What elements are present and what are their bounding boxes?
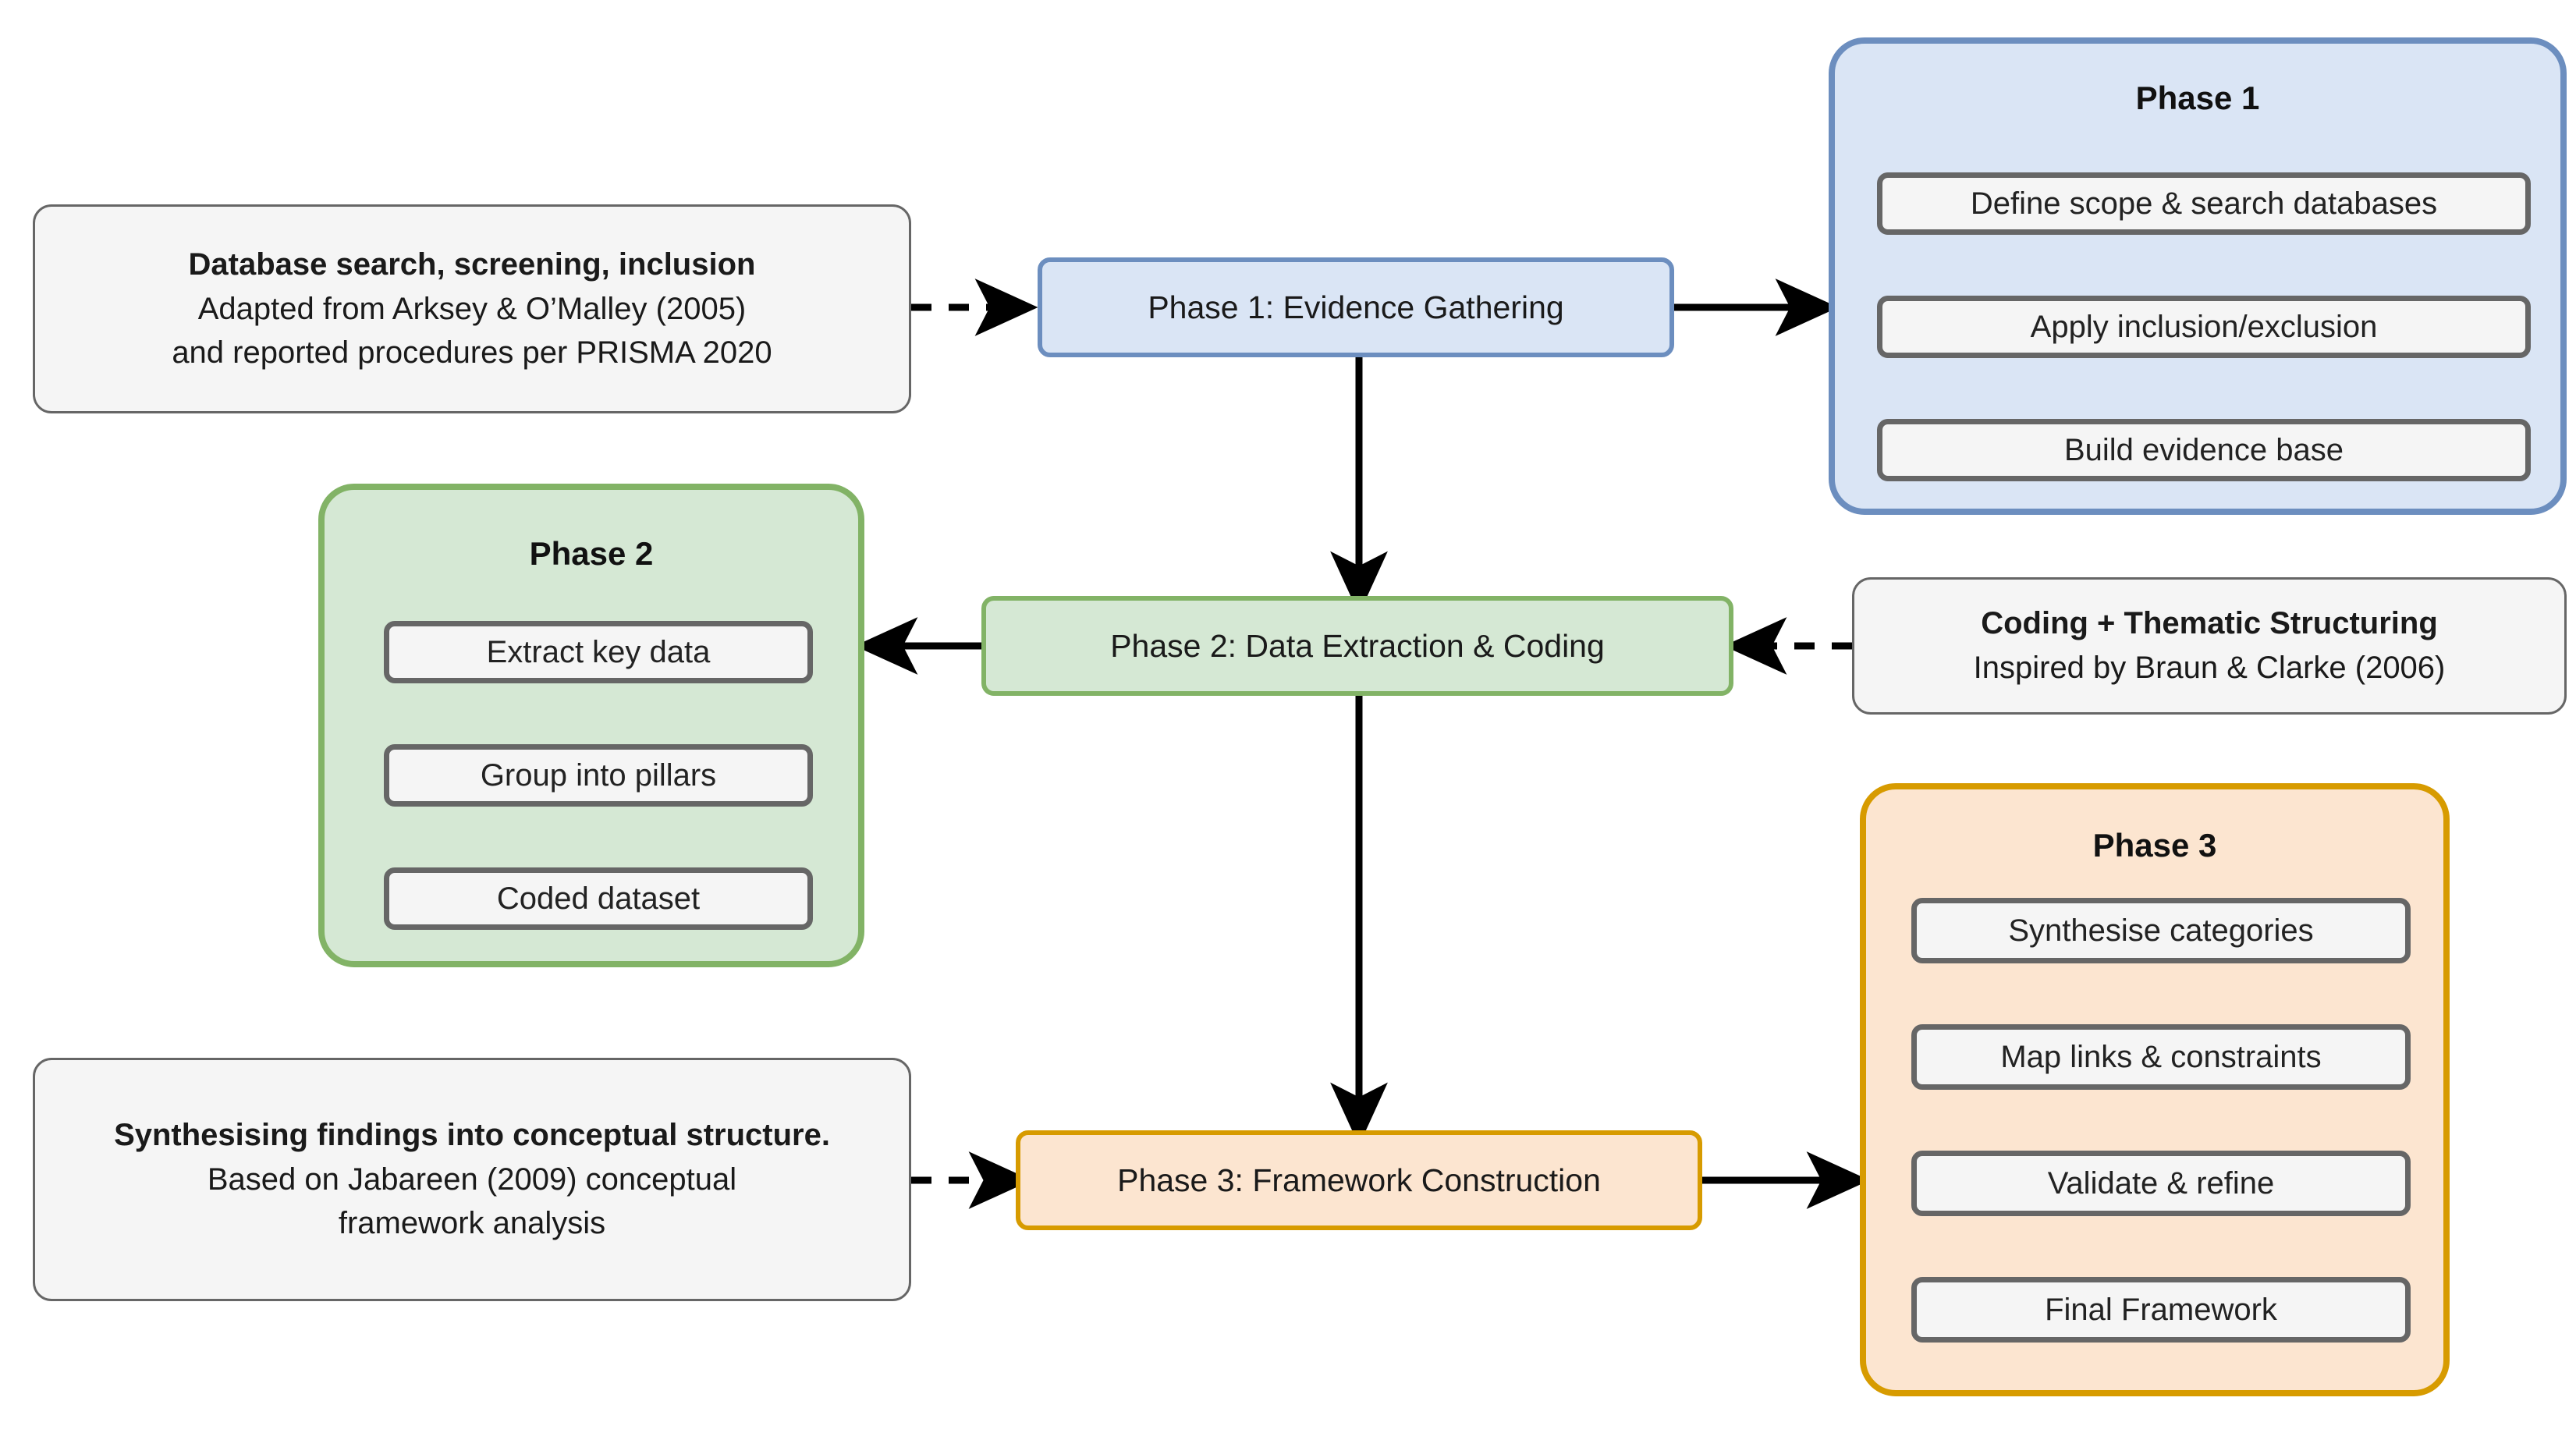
phase-3-framework-construction-node[interactable]: Phase 3: Framework Construction: [1016, 1130, 1702, 1230]
step-build-evidence-base[interactable]: Build evidence base: [1877, 419, 2531, 481]
panel-phase-3-title: Phase 3: [2092, 827, 2217, 864]
panel-phase-2: Phase 2 Extract key data Group into pill…: [318, 484, 864, 967]
note-3-line-2: framework analysis: [338, 1206, 606, 1241]
step-group-into-pillars[interactable]: Group into pillars: [384, 744, 813, 807]
step-apply-inclusion-exclusion[interactable]: Apply inclusion/exclusion: [1877, 296, 2531, 358]
panel-phase-1: Phase 1 Define scope & search databases …: [1829, 37, 2567, 515]
phase-2-data-extraction-coding-node[interactable]: Phase 2: Data Extraction & Coding: [981, 596, 1733, 696]
step-validate-refine[interactable]: Validate & refine: [1911, 1151, 2411, 1216]
note-2-line-1: Inspired by Braun & Clarke (2006): [1973, 651, 2446, 685]
step-define-scope-search-databases[interactable]: Define scope & search databases: [1877, 172, 2531, 235]
note-1-line-2: and reported procedures per PRISMA 2020: [172, 335, 772, 371]
step-extract-key-data[interactable]: Extract key data: [384, 621, 813, 683]
note-database-search-screening-inclusion: Database search, screening, inclusion Ad…: [33, 204, 911, 413]
note-3-line-1: Based on Jabareen (2009) conceptual: [207, 1162, 737, 1197]
step-map-links-constraints[interactable]: Map links & constraints: [1911, 1024, 2411, 1090]
phase-1-evidence-gathering-node[interactable]: Phase 1: Evidence Gathering: [1038, 257, 1674, 357]
note-2-title: Coding + Thematic Structuring: [1981, 606, 2438, 641]
step-final-framework[interactable]: Final Framework: [1911, 1277, 2411, 1343]
note-1-title: Database search, screening, inclusion: [188, 247, 756, 282]
note-1-line-1: Adapted from Arksey & O’Malley (2005): [197, 291, 747, 326]
panel-phase-1-title: Phase 1: [2135, 80, 2260, 116]
panel-phase-2-title: Phase 2: [529, 535, 654, 572]
step-synthesise-categories[interactable]: Synthesise categories: [1911, 898, 2411, 963]
note-synthesising-findings-conceptual-structure: Synthesising findings into conceptual st…: [33, 1058, 911, 1301]
step-coded-dataset[interactable]: Coded dataset: [384, 867, 813, 930]
note-3-title: Synthesising findings into conceptual st…: [114, 1117, 830, 1152]
panel-phase-3: Phase 3 Synthesise categories Map links …: [1860, 783, 2450, 1396]
note-coding-thematic-structuring: Coding + Thematic Structuring Inspired b…: [1852, 577, 2567, 715]
